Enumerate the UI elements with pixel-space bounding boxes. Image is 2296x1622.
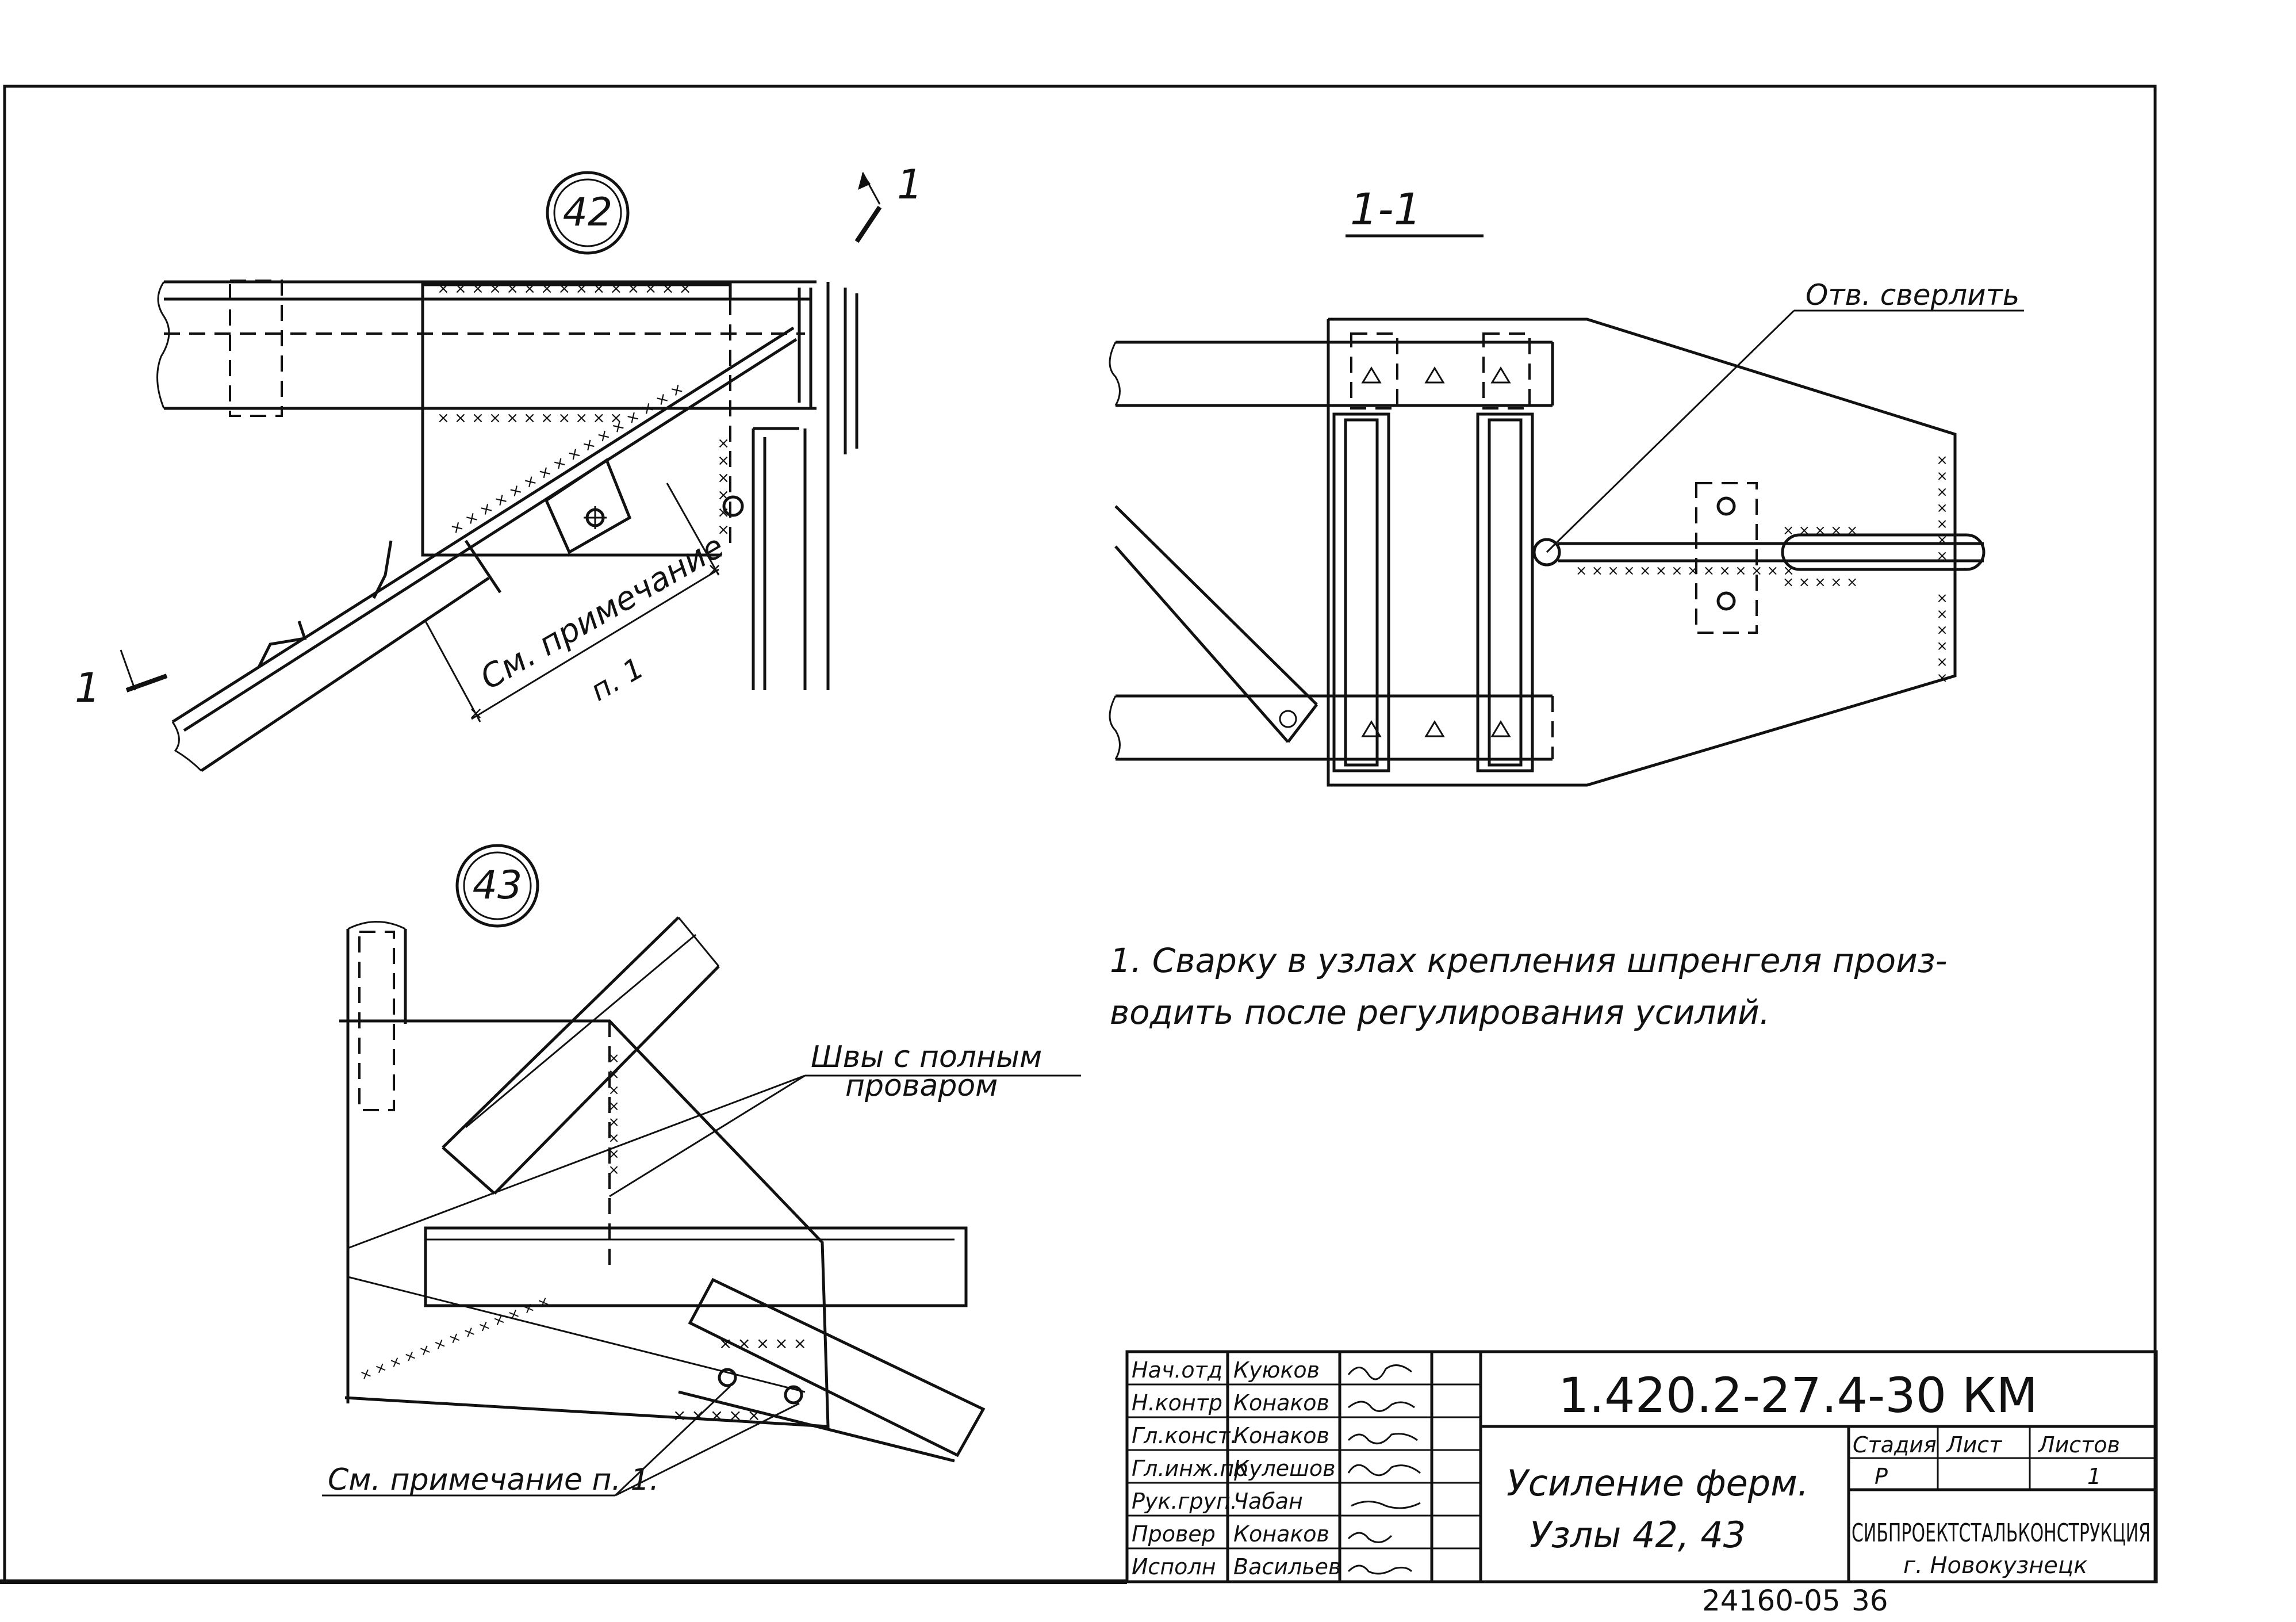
sheet-header: Лист bbox=[1945, 1432, 2003, 1457]
signer-name-4: Кулешов bbox=[1233, 1456, 1336, 1481]
signer-name-2: Конаков bbox=[1233, 1390, 1329, 1416]
organization-city: г. Новокузнецк bbox=[1903, 1552, 2087, 1579]
sheet-frame bbox=[0, 85, 2157, 1584]
general-note: 1. Сварку в узлах крепления шпренгеля пр… bbox=[1110, 941, 1948, 1032]
node-42-drawing: 42 1 × × × × × × × × × × × × × × × × × ×… bbox=[75, 161, 923, 772]
signer-role-6: Провер bbox=[1132, 1521, 1216, 1547]
note-ref-42-line2: п. 1 bbox=[585, 651, 649, 707]
node-43-drawing: 43 × × × × × × × × × × × × × × × × × × ×… bbox=[322, 844, 1081, 1497]
svg-text:× × × × ×: × × × × × bbox=[1783, 522, 1858, 538]
signer-name-1: Куюков bbox=[1233, 1357, 1320, 1383]
signer-name-3: Конаков bbox=[1233, 1423, 1329, 1448]
document-code: 1.420.2-27.4-30 КМ bbox=[1558, 1367, 2038, 1424]
svg-text:× × × × × × ×: × × × × × × × bbox=[1934, 454, 1950, 562]
signer-role-4: Гл.инж.пр bbox=[1132, 1456, 1248, 1481]
drill-hole-callout: Отв. сверлить bbox=[1806, 278, 2019, 312]
sheets-value: 1 bbox=[2087, 1464, 2101, 1489]
svg-text:× × × × ×: × × × × × bbox=[1783, 574, 1858, 590]
full-penetration-line1: Швы с полным bbox=[811, 1040, 1042, 1074]
signer-name-5: Чабан bbox=[1233, 1489, 1303, 1514]
node-42-label: 42 bbox=[563, 190, 613, 235]
section-mark-left: 1 bbox=[75, 664, 101, 711]
node-43-label: 43 bbox=[473, 863, 523, 908]
sheets-header: Листов bbox=[2037, 1432, 2120, 1457]
note-line2: водить после регулирования усилий. bbox=[1110, 993, 1770, 1032]
stage-header: Стадия bbox=[1853, 1432, 1937, 1457]
title-line2: Узлы 42, 43 bbox=[1530, 1514, 1746, 1556]
svg-text:×: × bbox=[707, 560, 722, 580]
page-number: 36 bbox=[1852, 1584, 1888, 1617]
svg-text:×: × bbox=[469, 703, 483, 724]
svg-text:× × × × ×: × × × × × bbox=[719, 1334, 807, 1353]
title-block: Нач.отд Куюков Н.контр Конаков Гл.конст.… bbox=[1125, 1350, 2158, 1583]
note-line1: 1. Сварку в узлах крепления шпренгеля пр… bbox=[1110, 941, 1948, 980]
signer-role-1: Нач.отд bbox=[1132, 1357, 1222, 1383]
archive-number: 24160-05 bbox=[1702, 1584, 1841, 1617]
signer-name-6: Конаков bbox=[1233, 1521, 1329, 1547]
organization-name: СИБПРОЕКТСТАЛЬКОНСТРУКЦИЯ bbox=[1852, 1518, 2151, 1548]
section-1-1-drawing: 1-1 Отв. сверлить bbox=[1109, 183, 2024, 787]
svg-text:× × × × × ×: × × × × × × bbox=[1934, 592, 1950, 684]
signer-role-5: Рук.груп. bbox=[1132, 1489, 1237, 1514]
svg-text:× × × × × × × × × × ×: × × × × × × × × × × × bbox=[437, 410, 622, 427]
title-line1: Усиление ферм. bbox=[1507, 1462, 1809, 1504]
section-mark-top: 1 bbox=[897, 161, 923, 208]
svg-text:× × × × ×: × × × × × bbox=[673, 1406, 761, 1425]
svg-text:× × × × × × × × × × × × × × ×: × × × × × × × × × × × × × × × bbox=[437, 280, 691, 297]
stage-value: Р bbox=[1875, 1464, 1888, 1489]
signer-role-7: Исполн bbox=[1132, 1554, 1216, 1579]
full-penetration-line2: проваром bbox=[845, 1069, 998, 1103]
section-label: 1-1 bbox=[1350, 183, 1421, 235]
note-ref-43: См. примечание п. 1. bbox=[328, 1463, 659, 1497]
signer-name-7: Васильев bbox=[1233, 1554, 1341, 1579]
svg-text:× × × × × × × × × × × × × × ×: × × × × × × × × × × × × × × × × bbox=[447, 380, 687, 538]
footer-stamp: 24160-05 36 bbox=[1702, 1584, 1888, 1617]
signer-role-2: Н.контр bbox=[1132, 1390, 1222, 1416]
signer-role-3: Гл.конст. bbox=[1132, 1423, 1237, 1448]
svg-text:× × × × × ×: × × × × × × bbox=[715, 437, 732, 536]
svg-text:× × × × × × × × × × × × × ×: × × × × × × × × × × × × × × bbox=[1576, 563, 1795, 579]
svg-text:× × × × × × × ×: × × × × × × × × bbox=[606, 1053, 622, 1176]
